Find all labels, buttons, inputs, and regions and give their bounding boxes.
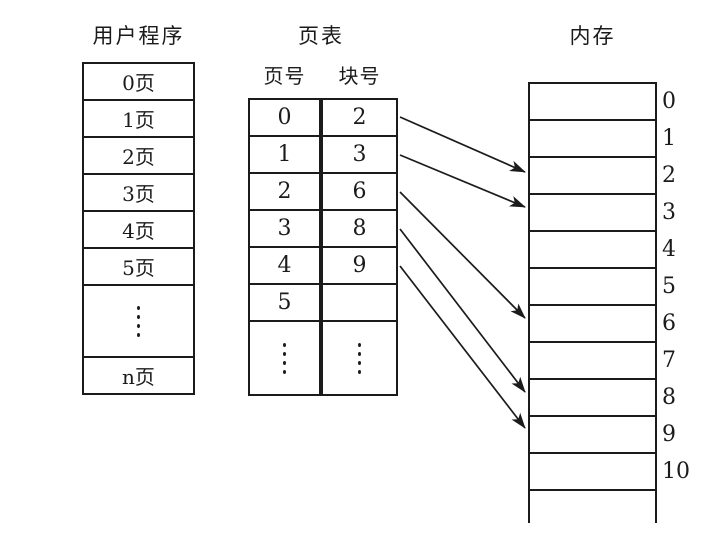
memory-block (530, 415, 655, 452)
page-label: 3页 (122, 182, 155, 206)
page-number-cell: 2 (250, 172, 319, 209)
user-program-page-row: 0页 (84, 64, 193, 99)
memory-block (530, 230, 655, 267)
mapping-arrow-block-6 (399, 191, 526, 319)
page-label: 0页 (122, 71, 155, 95)
page-label: n页 (122, 365, 155, 389)
user-program-page-row: 4页 (84, 210, 193, 247)
memory-block (530, 304, 655, 341)
block-number-header: 块号 (338, 64, 381, 88)
memory-block-label: 5 (662, 274, 676, 299)
vertical-ellipsis-icon (283, 342, 286, 374)
user-program-page-row: 3页 (84, 173, 193, 210)
vertical-ellipsis-icon (137, 305, 140, 337)
memory-block-label: 6 (662, 311, 676, 336)
mapping-arrow-block-3 (399, 154, 526, 208)
page-number-cell: 1 (250, 135, 319, 172)
memory-block-label: 9 (662, 422, 676, 447)
memory-column (528, 82, 657, 491)
block-number-cell: 8 (323, 209, 396, 246)
user-program-column: 0页 1页 2页 3页 4页 5页 n页 (82, 62, 195, 395)
memory-block (530, 341, 655, 378)
user-program-page-row: 5页 (84, 247, 193, 284)
user-program-page-row: 1页 (84, 99, 193, 136)
mapping-arrow-block-8 (399, 228, 526, 393)
memory-block-label: 2 (662, 163, 676, 188)
memory-block (530, 156, 655, 193)
memory-block (530, 378, 655, 415)
memory-title: 内存 (569, 24, 616, 48)
memory-block-label: 0 (662, 89, 676, 114)
block-number-cell-empty (323, 283, 396, 320)
user-program-title: 用户程序 (92, 24, 185, 48)
page-number-ellipsis-cell (250, 320, 319, 394)
page-label: 1页 (122, 108, 155, 132)
memory-block (530, 452, 655, 489)
page-label: 5页 (122, 256, 155, 280)
mapping-arrow-block-2 (399, 116, 526, 173)
page-table-block-column: 2 3 6 8 9 (321, 98, 398, 396)
memory-column-continuation (528, 491, 657, 523)
memory-block (530, 193, 655, 230)
block-number-cell: 2 (352, 105, 367, 130)
page-label: 2页 (122, 145, 155, 169)
memory-block-label: 4 (662, 237, 676, 262)
memory-block-label: 1 (662, 126, 676, 151)
page-number-cell: 4 (250, 246, 319, 283)
page-table-page-column: 0 1 2 3 4 5 (248, 98, 321, 396)
page-number-cell: 5 (250, 283, 319, 320)
memory-block (530, 119, 655, 156)
memory-block-label: 10 (662, 459, 690, 484)
user-program-ellipsis-row (84, 284, 193, 356)
block-number-cell: 3 (323, 135, 396, 172)
memory-block-label: 8 (662, 385, 676, 410)
memory-block-label: 7 (662, 348, 676, 373)
page-number-cell: 0 (277, 105, 292, 130)
block-number-ellipsis-cell (323, 320, 396, 394)
vertical-ellipsis-icon (358, 342, 361, 374)
mapping-arrow-block-9 (399, 265, 526, 429)
user-program-page-row: n页 (84, 356, 193, 393)
block-number-cell: 9 (323, 246, 396, 283)
page-number-cell: 3 (250, 209, 319, 246)
user-program-page-row: 2页 (84, 136, 193, 173)
page-number-header: 页号 (263, 64, 306, 88)
memory-block (530, 84, 655, 119)
memory-block (530, 267, 655, 304)
memory-block-label: 3 (662, 200, 676, 225)
block-number-cell: 6 (323, 172, 396, 209)
page-table-title: 页表 (298, 24, 344, 48)
page-label: 4页 (122, 219, 155, 243)
